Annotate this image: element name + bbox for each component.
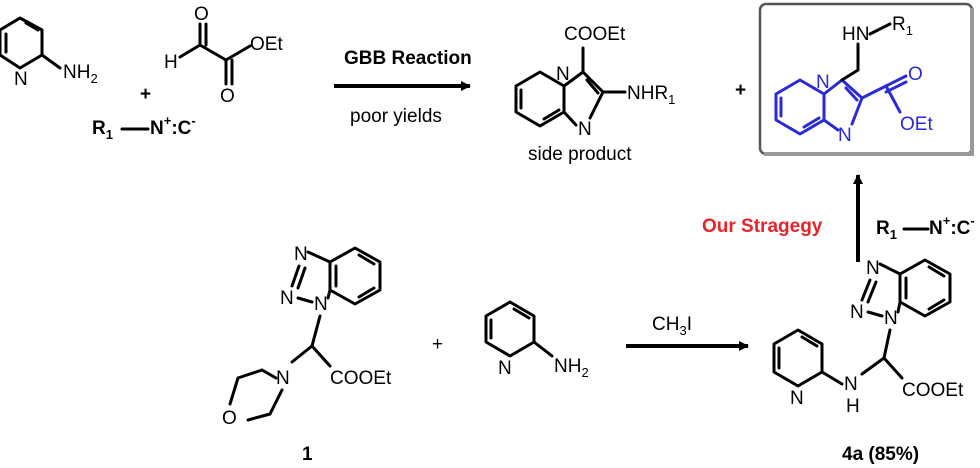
plus-top-2: + (735, 80, 746, 101)
svg-text:N: N (790, 388, 804, 409)
side-product: COOEt N N NHR1 side product (514, 24, 675, 165)
svg-text:N: N (498, 358, 512, 379)
svg-text:R1: R1 (876, 218, 897, 242)
compound-1-label: 1 (302, 444, 313, 465)
svg-text:H: H (846, 396, 860, 417)
svg-text:N: N (276, 368, 290, 389)
svg-text:R1: R1 (92, 118, 113, 142)
pyridine-N: N (14, 69, 28, 90)
svg-text:N: N (838, 125, 852, 146)
svg-text:N: N (294, 244, 308, 265)
svg-text:OEt: OEt (900, 114, 933, 135)
svg-text:N+:C-: N+:C- (929, 213, 975, 239)
compound-4a: N N N COOEt N H N 4a (85%) (772, 258, 964, 465)
svg-text:NH2: NH2 (554, 356, 589, 380)
aldehyde-H: H (164, 52, 178, 73)
svg-text:N: N (866, 258, 880, 279)
plus-bottom: + (432, 334, 443, 355)
svg-text:N: N (884, 308, 898, 329)
aldehyde-O: O (194, 4, 209, 25)
svg-text:R1: R1 (892, 14, 913, 38)
svg-text:COOEt: COOEt (330, 368, 392, 389)
svg-text:N: N (314, 294, 328, 315)
svg-text:COOEt: COOEt (902, 380, 964, 401)
svg-text:N+:C-: N+:C- (150, 113, 196, 139)
strategy-arrow: Our Stragegy R1 N+:C- (702, 174, 975, 262)
svg-text:N: N (280, 288, 294, 309)
svg-text:N: N (816, 72, 830, 93)
side-product-caption: side product (528, 144, 632, 165)
gbb-arrow: GBB Reaction poor yields (334, 48, 472, 127)
aminopyridine-top: N NH2 (0, 16, 98, 90)
amine-label: NH2 (63, 62, 98, 86)
ring-N: N (578, 119, 592, 140)
svg-text:NHR1: NHR1 (627, 83, 675, 107)
gbb-reaction-label: GBB Reaction (344, 48, 472, 69)
svg-text:COOEt: COOEt (564, 24, 626, 45)
svg-text:N: N (844, 374, 858, 395)
methylation-arrow: CH3I (626, 314, 749, 351)
ethyl-glyoxylate: O H O OEt (164, 4, 283, 107)
isocyanide-top: R1 N+:C- (92, 113, 196, 142)
svg-text:N: N (850, 302, 864, 323)
aminopyridine-bottom: N NH2 (484, 300, 589, 380)
svg-text:CH3I: CH3I (652, 314, 692, 338)
compound-1: N N N COOEt N O 1 (222, 244, 392, 465)
ester-O: O (220, 86, 235, 107)
svg-text:O: O (908, 64, 923, 85)
compound-4a-label: 4a (85%) (842, 444, 919, 465)
svg-text:O: O (222, 408, 237, 429)
strategy-label: Our Stragegy (702, 216, 823, 237)
plus-top-1: + (140, 84, 151, 105)
poor-yields-label: poor yields (350, 106, 442, 127)
bridge-N: N (556, 64, 570, 85)
target-product: HN R1 N N O OEt (758, 2, 974, 156)
ester-OEt: OEt (250, 34, 283, 55)
svg-text:HN: HN (842, 24, 869, 45)
